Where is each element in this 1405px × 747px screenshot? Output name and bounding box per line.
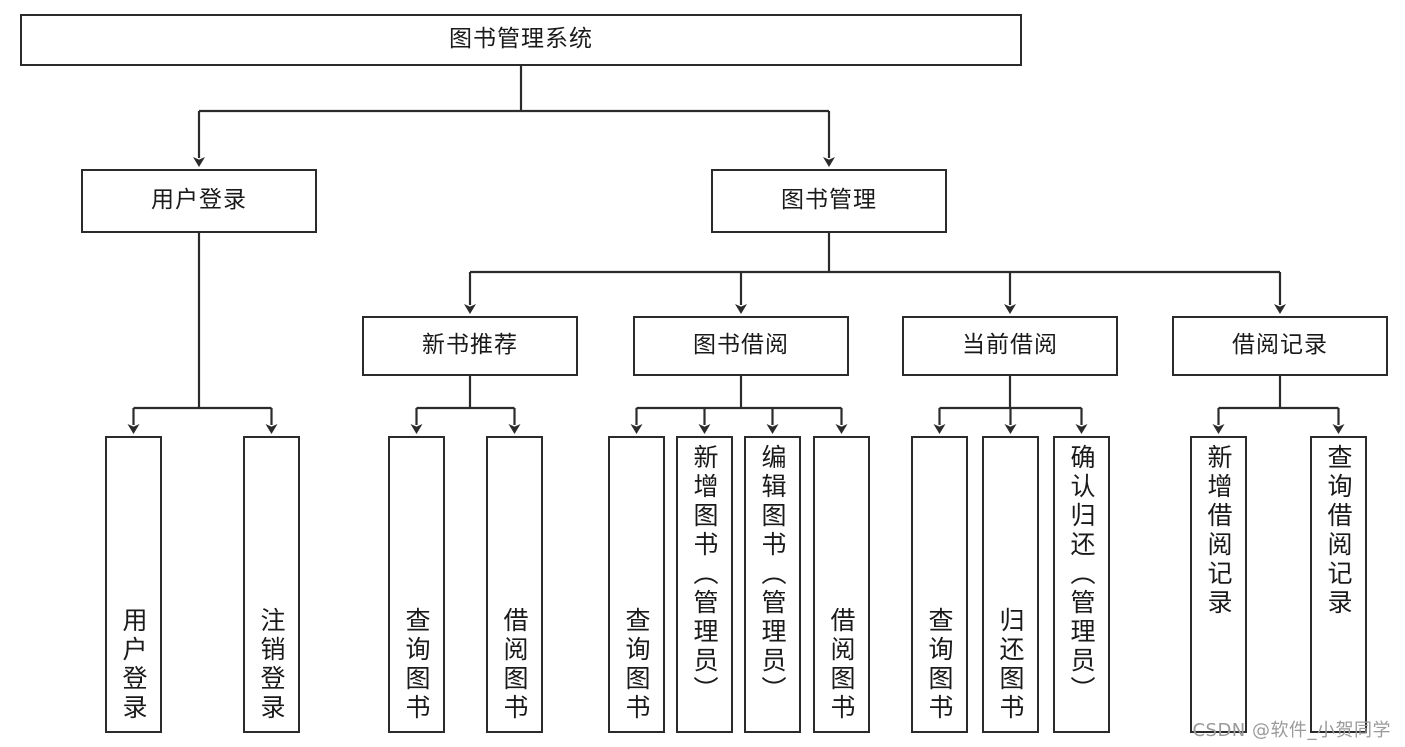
- node-label: 查询图书: [402, 607, 431, 723]
- node-label: 用户登录: [151, 187, 247, 214]
- node-l-nb-borrow: 借阅图书: [486, 436, 543, 733]
- node-l-bo-lend: 借阅图书: [813, 436, 870, 733]
- node-borrow: 图书借阅: [633, 316, 849, 376]
- node-root: 图书管理系统: [20, 14, 1022, 66]
- node-label: 借阅记录: [1232, 332, 1328, 359]
- node-label: 确认归还（管理员）: [1067, 444, 1096, 705]
- node-label: 新增图书（管理员）: [690, 444, 719, 705]
- node-label: 新书推荐: [422, 332, 518, 359]
- node-label: 查询图书: [925, 607, 954, 723]
- node-label: 查询借阅记录: [1324, 444, 1353, 618]
- node-label: 查询图书: [622, 607, 651, 723]
- node-l-logout: 注销登录: [243, 436, 300, 733]
- node-l-re-query: 查询借阅记录: [1310, 436, 1367, 733]
- node-label: 归还图书: [996, 607, 1025, 723]
- node-l-bo-edit: 编辑图书（管理员）: [744, 436, 801, 733]
- node-l-nb-query: 查询图书: [388, 436, 445, 733]
- watermark: CSDN @软件_小贺同学: [1192, 720, 1391, 741]
- node-label: 注销登录: [257, 607, 286, 723]
- node-label: 新增借阅记录: [1204, 444, 1233, 618]
- node-label: 借阅图书: [500, 607, 529, 723]
- node-l-cu-return: 归还图书: [982, 436, 1039, 733]
- node-bookmgmt: 图书管理: [711, 169, 947, 233]
- node-l-login: 用户登录: [105, 436, 162, 733]
- node-current: 当前借阅: [902, 316, 1118, 376]
- node-l-bo-add: 新增图书（管理员）: [676, 436, 733, 733]
- node-label: 当前借阅: [962, 332, 1058, 359]
- node-label: 图书管理: [781, 187, 877, 214]
- node-label: 用户登录: [119, 607, 148, 723]
- node-records: 借阅记录: [1172, 316, 1388, 376]
- node-label: 借阅图书: [827, 607, 856, 723]
- node-label: 图书管理系统: [449, 26, 593, 53]
- node-l-re-add: 新增借阅记录: [1190, 436, 1247, 733]
- node-l-cu-conf: 确认归还（管理员）: [1053, 436, 1110, 733]
- node-l-bo-query: 查询图书: [608, 436, 665, 733]
- node-newbook: 新书推荐: [362, 316, 578, 376]
- node-label: 编辑图书（管理员）: [758, 444, 787, 705]
- node-login: 用户登录: [81, 169, 317, 233]
- node-label: 图书借阅: [693, 332, 789, 359]
- node-l-cu-query: 查询图书: [911, 436, 968, 733]
